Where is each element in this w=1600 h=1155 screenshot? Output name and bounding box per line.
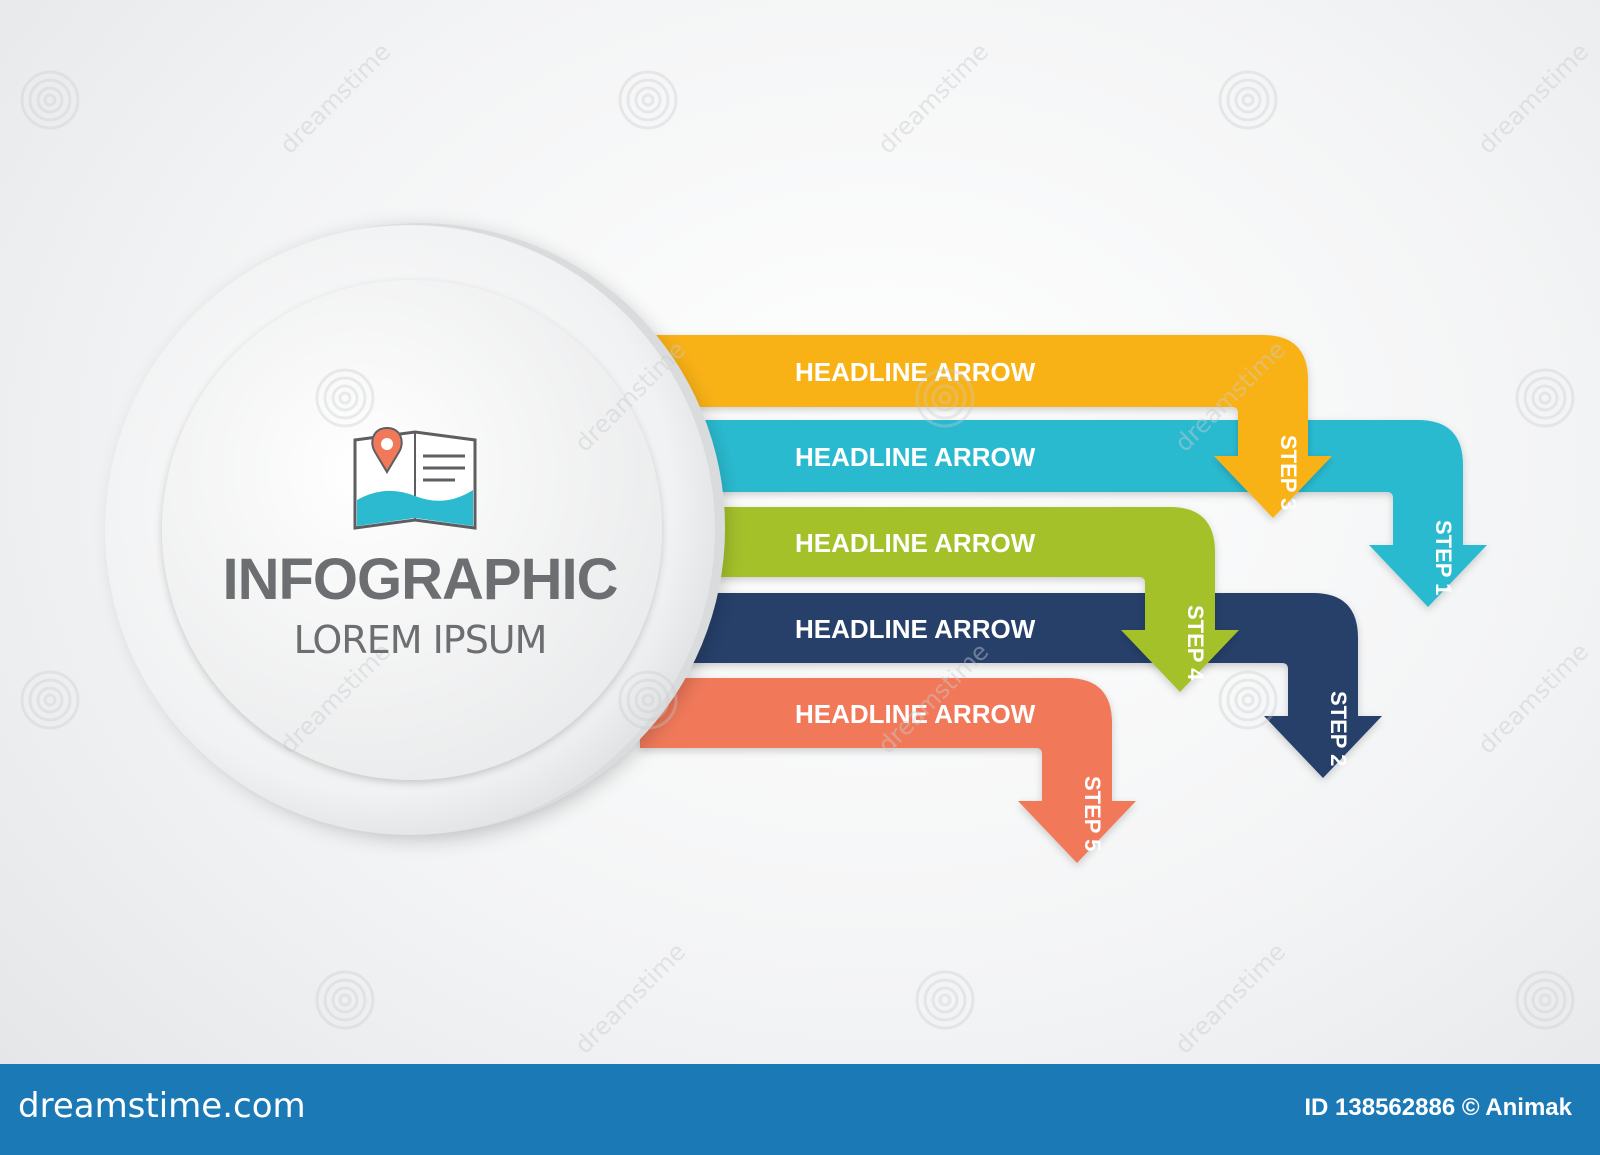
arrow-headline-step4: HEADLINE ARROW xyxy=(795,528,1036,558)
arrow-step3: HEADLINE ARROW STEP 3 xyxy=(640,335,1332,518)
watermark-text: dreamstime xyxy=(274,38,396,160)
watermark-spiral-icon xyxy=(20,670,80,730)
infographic-diagram: HEADLINE ARROW STEP 1 HEADLINE ARROW STEP 3… xyxy=(20,38,1594,1060)
arrow-step5: HEADLINE ARROW STEP 5 xyxy=(640,678,1136,863)
arrow-shape-step3 xyxy=(640,335,1332,518)
infographic-title: INFOGRAPHIC xyxy=(222,547,619,612)
arrow-headline-step2: HEADLINE ARROW xyxy=(795,614,1036,644)
map-document-icon xyxy=(353,426,477,530)
watermark-spiral-icon xyxy=(20,70,80,130)
arrow-shape-step4 xyxy=(640,507,1239,692)
arrow-step-label-step5: STEP 5 xyxy=(1080,776,1105,851)
infographic-stage: HEADLINE ARROW STEP 1 HEADLINE ARROW STEP 3… xyxy=(20,38,1594,1060)
footer-brand[interactable]: dreamstime.com xyxy=(18,1086,306,1126)
arrow-step4: HEADLINE ARROW STEP 4 xyxy=(640,507,1239,692)
watermark-text: dreamstime xyxy=(569,938,691,1060)
watermark-text: dreamstime xyxy=(1472,38,1594,160)
watermark-spiral-icon xyxy=(315,970,375,1030)
center-disc xyxy=(105,223,725,835)
watermark-spiral-icon xyxy=(1218,70,1278,130)
watermark-spiral-icon xyxy=(915,368,975,428)
watermark-text: dreamstime xyxy=(1169,938,1291,1060)
arrow-step-label-step1: STEP 1 xyxy=(1431,520,1456,595)
arrow-headline-step5: HEADLINE ARROW xyxy=(795,699,1036,729)
infographic-subtitle: LOREM IPSUM xyxy=(293,618,548,662)
watermark-spiral-icon xyxy=(1515,970,1575,1030)
watermark-spiral-icon xyxy=(618,670,678,730)
arrow-shape-step5 xyxy=(640,678,1136,863)
watermark-spiral-icon xyxy=(618,70,678,130)
arrow-headline-step1: HEADLINE ARROW xyxy=(795,442,1036,472)
arrow-step-label-step3: STEP 3 xyxy=(1276,435,1301,510)
arrow-step-label-step2: STEP 2 xyxy=(1326,691,1351,766)
watermark-spiral-icon xyxy=(1515,368,1575,428)
arrow-headline-step3: HEADLINE ARROW xyxy=(795,357,1036,387)
watermark-text: dreamstime xyxy=(1472,638,1594,760)
footer-image-id: ID 138562886 © Animak xyxy=(1304,1094,1572,1121)
footer-bar: dreamstime.com ID 138562886 © Animak xyxy=(0,1064,1600,1155)
watermark-spiral-icon xyxy=(915,970,975,1030)
watermark-spiral-icon xyxy=(1218,670,1278,730)
watermark-text: dreamstime xyxy=(872,38,994,160)
arrow-step-label-step4: STEP 4 xyxy=(1183,605,1208,681)
watermark-spiral-icon xyxy=(315,368,375,428)
